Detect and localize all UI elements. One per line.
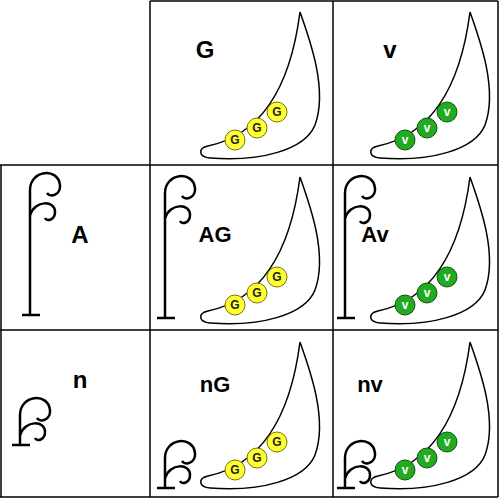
table-cell: nv <box>357 374 383 396</box>
pea-letter: G <box>252 122 261 134</box>
pea-letter: v <box>424 122 431 134</box>
short-plant <box>337 441 375 488</box>
pea-letter: G <box>230 464 239 476</box>
grid-line <box>0 164 498 166</box>
pea-letter: v <box>444 106 451 118</box>
table-cell: nG <box>200 374 231 396</box>
table-cell: AG <box>199 224 232 246</box>
grid-line <box>332 1 334 497</box>
grid-line <box>149 1 151 497</box>
green-pod <box>371 12 490 159</box>
green-pod <box>371 177 490 324</box>
grid-line <box>0 165 2 497</box>
pea-letter: G <box>272 106 281 118</box>
green-pod <box>371 342 490 489</box>
short-plant <box>12 398 50 445</box>
grid-line <box>0 329 498 331</box>
pea-letter: G <box>230 134 239 146</box>
pea-letter: v <box>444 271 451 283</box>
pea-letter: G <box>272 271 281 283</box>
yellow-pod <box>201 177 320 324</box>
pea-letter: v <box>402 299 409 311</box>
grid-line <box>150 0 498 2</box>
column-header: v <box>383 38 396 62</box>
pea-letter: G <box>252 287 261 299</box>
pea-letter: v <box>402 134 409 146</box>
grid-line <box>0 496 498 498</box>
yellow-pod <box>201 12 320 159</box>
pea-letter: v <box>444 436 451 448</box>
column-header: G <box>196 38 215 62</box>
pea-letter: G <box>252 452 261 464</box>
pea-letter: v <box>424 287 431 299</box>
pea-letter: G <box>230 299 239 311</box>
tall-plant <box>337 176 375 318</box>
pea-letter: v <box>424 452 431 464</box>
yellow-pod <box>201 342 320 489</box>
grid-line <box>497 1 499 497</box>
tall-plant <box>22 173 60 315</box>
row-header: n <box>73 368 88 392</box>
table-cell: Av <box>361 224 388 246</box>
pea-letter: v <box>402 464 409 476</box>
tall-plant <box>157 176 195 318</box>
row-header: A <box>71 223 88 247</box>
short-plant <box>157 441 195 488</box>
pea-letter: G <box>272 436 281 448</box>
